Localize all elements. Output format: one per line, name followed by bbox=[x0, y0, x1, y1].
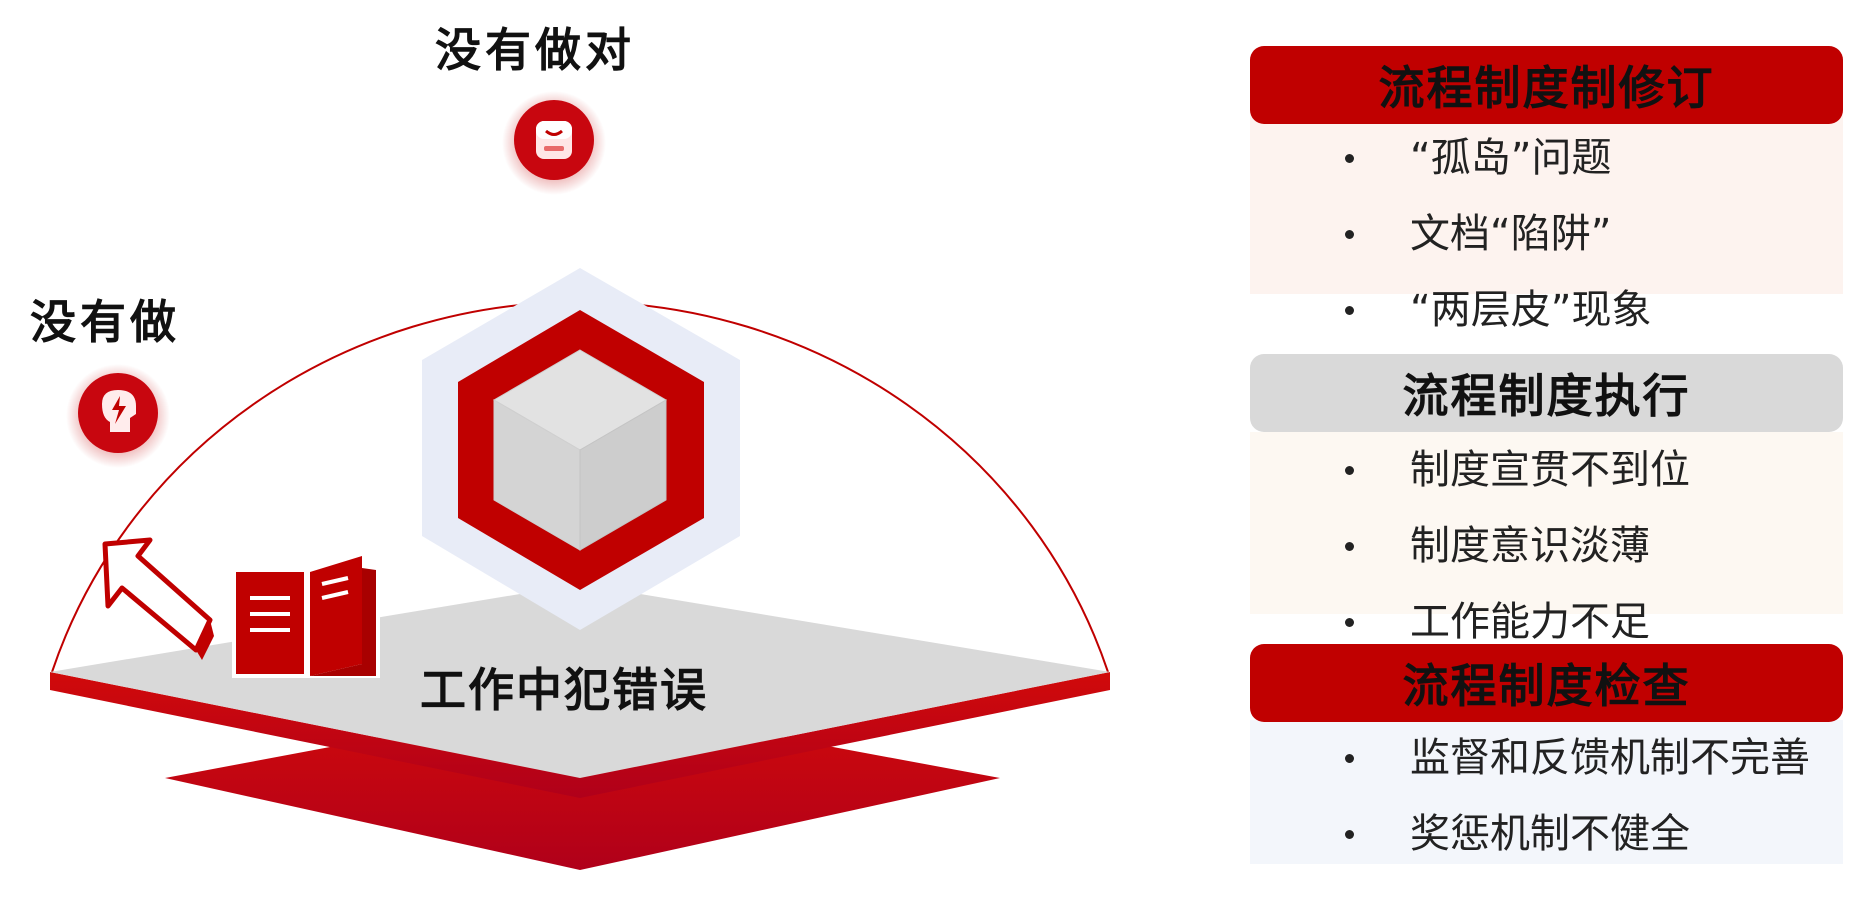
list-item-text: 制度宣贯不到位 bbox=[1410, 447, 1690, 493]
bullet-icon bbox=[1345, 466, 1354, 475]
arrow-cursor-icon bbox=[102, 537, 214, 660]
label-done-wrong: 没有做对 bbox=[435, 23, 635, 77]
label-not-done: 没有做 bbox=[30, 295, 180, 349]
bullet-icon bbox=[1345, 830, 1354, 839]
panel-header: 流程制度检查 bbox=[1250, 644, 1843, 722]
hexagon-cube-icon bbox=[422, 268, 740, 630]
panel-body: 制度宣贯不到位 制度意识淡薄 工作能力不足 bbox=[1250, 432, 1843, 645]
list-item-text: “孤岛”问题 bbox=[1410, 135, 1612, 181]
list-item: 监督和反馈机制不完善 bbox=[1250, 720, 1843, 796]
open-book-icon bbox=[232, 556, 380, 678]
cube-right-face bbox=[579, 399, 667, 551]
list-item: 制度意识淡薄 bbox=[1250, 508, 1843, 584]
list-item: 奖惩机制不健全 bbox=[1250, 796, 1843, 872]
bullet-icon bbox=[1345, 154, 1354, 163]
diagram-canvas bbox=[50, 91, 1110, 870]
list-item-text: 文档“陷阱” bbox=[1410, 211, 1612, 257]
list-item: 文档“陷阱” bbox=[1250, 196, 1843, 272]
list-item: 制度宣贯不到位 bbox=[1250, 432, 1843, 508]
list-item-text: 制度意识淡薄 bbox=[1410, 523, 1650, 569]
list-item: “孤岛”问题 bbox=[1250, 120, 1843, 196]
bullet-icon bbox=[1345, 754, 1354, 763]
bullet-icon bbox=[1345, 542, 1354, 551]
list-item-text: 监督和反馈机制不完善 bbox=[1410, 735, 1810, 781]
list-item-text: “两层皮”现象 bbox=[1410, 287, 1652, 333]
list-item: 工作能力不足 bbox=[1250, 584, 1843, 660]
panel-header: 流程制度制修订 bbox=[1250, 46, 1843, 124]
head-lightning-icon bbox=[66, 364, 170, 468]
list-item-text: 工作能力不足 bbox=[1410, 599, 1650, 645]
list-item-text: 奖惩机制不健全 bbox=[1410, 811, 1690, 857]
label-work-mistakes: 工作中犯错误 bbox=[420, 663, 708, 717]
list-item: “两层皮”现象 bbox=[1250, 272, 1843, 348]
robot-face-icon bbox=[502, 91, 606, 195]
panel-header: 流程制度执行 bbox=[1250, 354, 1843, 432]
bullet-icon bbox=[1345, 618, 1354, 627]
bullet-icon bbox=[1345, 306, 1354, 315]
bullet-icon bbox=[1345, 230, 1354, 239]
panel-body: 监督和反馈机制不完善 奖惩机制不健全 bbox=[1250, 720, 1843, 864]
